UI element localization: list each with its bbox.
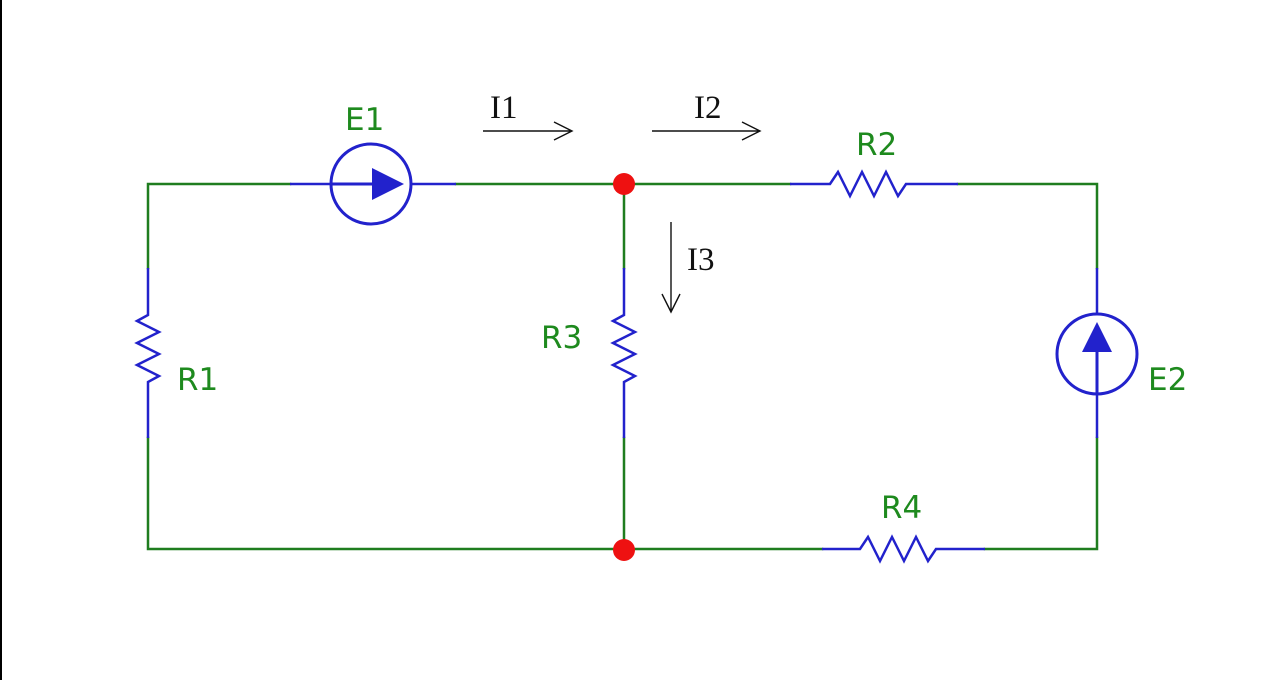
- resistor-r4: [822, 534, 985, 564]
- wires: [146, 182, 1099, 551]
- label-i2: I2: [694, 90, 722, 126]
- image-left-border: [0, 0, 2, 680]
- wire-right-bottom: [983, 436, 1099, 551]
- wire-left-bottom: [146, 436, 824, 551]
- resistor-r1: [134, 268, 162, 438]
- label-r3: R3: [541, 320, 582, 356]
- node-top: [613, 173, 635, 195]
- node-bottom: [613, 539, 635, 561]
- label-e2: E2: [1148, 362, 1187, 398]
- arrow-i2: [652, 121, 762, 141]
- source-e2: [1055, 268, 1139, 438]
- resistor-r2: [790, 169, 958, 199]
- wire-top-right: [956, 182, 1099, 270]
- resistor-r3: [610, 268, 638, 438]
- wire-top-left: [146, 182, 292, 270]
- label-r4: R4: [881, 490, 922, 526]
- arrow-i3: [661, 222, 681, 314]
- label-i3: I3: [687, 242, 715, 278]
- source-e1: [290, 142, 456, 226]
- label-r2: R2: [856, 127, 897, 163]
- label-e1: E1: [345, 102, 384, 138]
- label-r1: R1: [177, 362, 218, 398]
- label-i1: I1: [490, 90, 518, 126]
- arrow-i1: [483, 121, 574, 141]
